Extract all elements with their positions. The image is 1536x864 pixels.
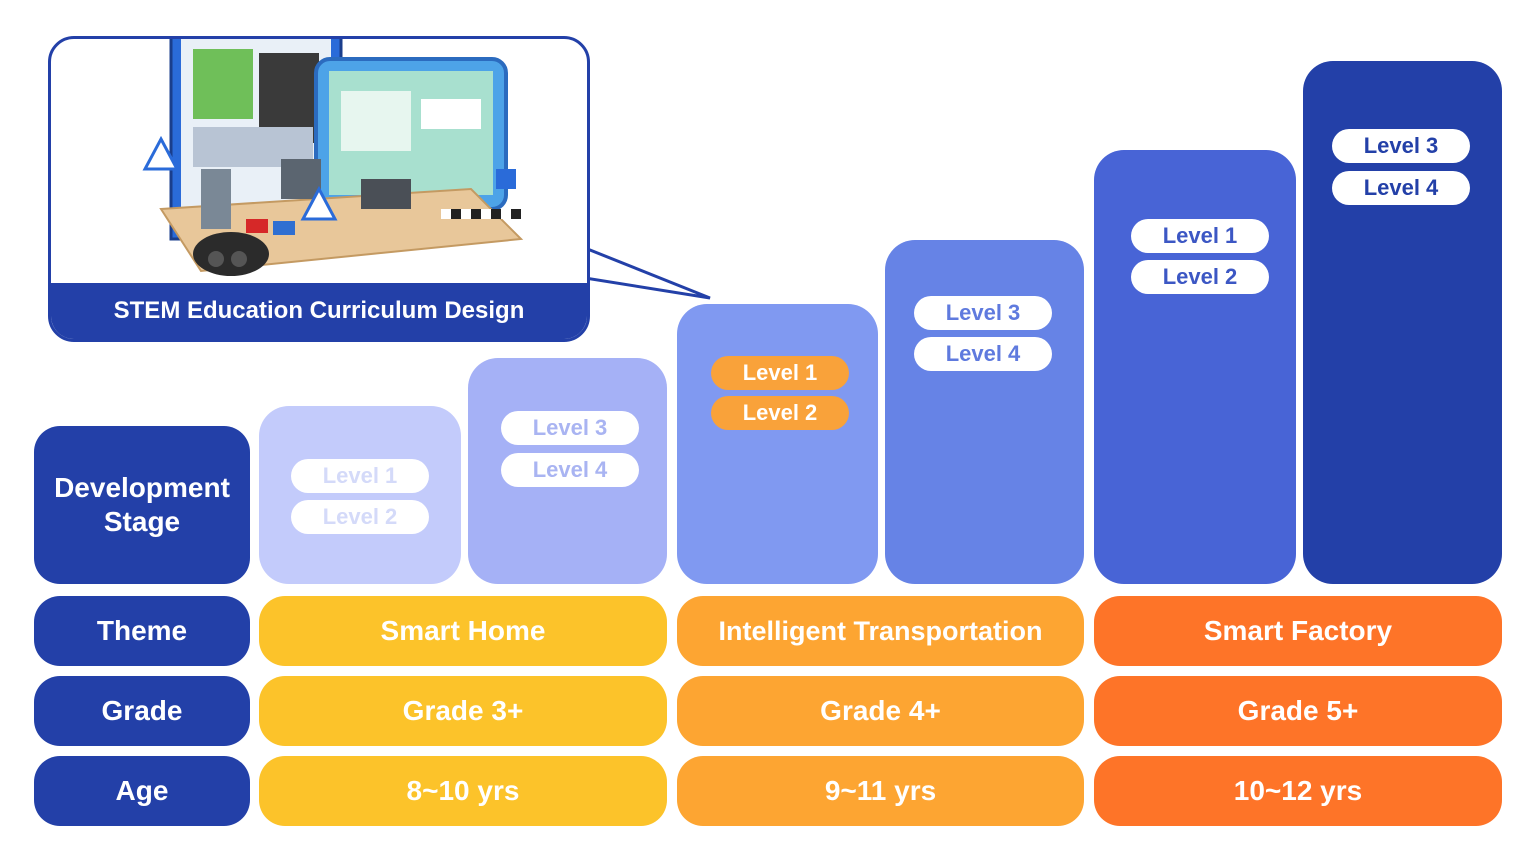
- level-pill: Level 4: [501, 453, 639, 487]
- level-pill: Level 2: [1131, 260, 1269, 294]
- stage-column-4: Level 3 Level 4: [885, 240, 1084, 584]
- level-pill: Level 4: [1332, 171, 1470, 205]
- level-pill: Level 3: [501, 411, 639, 445]
- stage-column-5: Level 1 Level 2: [1094, 150, 1296, 584]
- stage-column-1: Level 1 Level 2: [259, 406, 461, 584]
- level-pill-highlighted: Level 1: [711, 356, 849, 390]
- level-pill: Level 1: [291, 459, 429, 493]
- grade-smart-home: Grade 3+: [259, 676, 667, 746]
- theme-intelligent-transportation: Intelligent Transportation: [677, 596, 1084, 666]
- theme-smart-factory: Smart Factory: [1094, 596, 1502, 666]
- stage-column-3: Level 1 Level 2: [677, 304, 878, 584]
- development-stage-label: Development Stage: [34, 426, 250, 584]
- grade-label: Grade: [34, 676, 250, 746]
- robotics-kit-illustration: [141, 36, 561, 299]
- stage-column-6: Level 3 Level 4: [1303, 61, 1502, 584]
- grade-intelligent-transportation: Grade 4+: [677, 676, 1084, 746]
- age-label: Age: [34, 756, 250, 826]
- level-pill: Level 2: [291, 500, 429, 534]
- level-pill: Level 3: [1332, 129, 1470, 163]
- callout-caption: STEM Education Curriculum Design: [51, 283, 587, 339]
- level-pill: Level 1: [1131, 219, 1269, 253]
- theme-smart-home: Smart Home: [259, 596, 667, 666]
- age-smart-factory: 10~12 yrs: [1094, 756, 1502, 826]
- theme-label: Theme: [34, 596, 250, 666]
- age-smart-home: 8~10 yrs: [259, 756, 667, 826]
- level-pill-highlighted: Level 2: [711, 396, 849, 430]
- level-pill: Level 3: [914, 296, 1052, 330]
- age-intelligent-transportation: 9~11 yrs: [677, 756, 1084, 826]
- stage-column-2: Level 3 Level 4: [468, 358, 667, 584]
- curriculum-callout: STEM Education Curriculum Design: [48, 36, 590, 342]
- level-pill: Level 4: [914, 337, 1052, 371]
- grade-smart-factory: Grade 5+: [1094, 676, 1502, 746]
